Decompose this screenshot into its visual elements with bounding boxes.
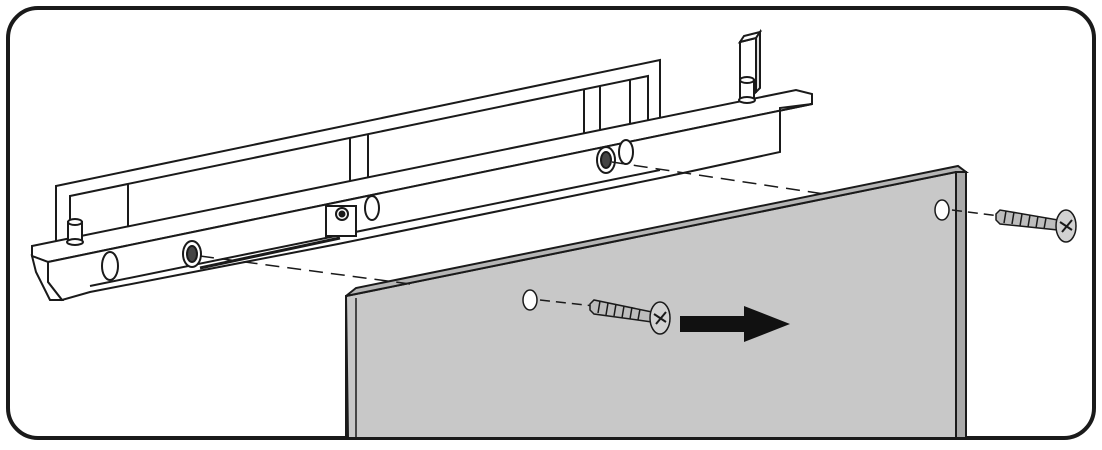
- panel-right-edge: [955, 171, 967, 439]
- panel-hole-left: [522, 289, 538, 311]
- alignment-line-right: [611, 161, 825, 195]
- screw-right: [995, 209, 1077, 243]
- rail-boss-left: [101, 240, 202, 281]
- alignment-lines: [199, 161, 1001, 307]
- rail-end-post-side: [755, 28, 761, 95]
- rail-boss-center: [325, 195, 380, 237]
- rail-peg-left: [66, 218, 84, 246]
- mounting-rail: [30, 28, 813, 302]
- screw-path-left: [539, 299, 595, 307]
- rail-left-end: [30, 254, 65, 301]
- insertion-arrow-icon: [680, 306, 790, 342]
- rail-slide-groove: [199, 236, 341, 270]
- screw-path-right: [951, 209, 1001, 217]
- alignment-line-left: [199, 255, 411, 285]
- panel-hole-right: [934, 199, 950, 221]
- rail-peg-right: [738, 76, 756, 104]
- screw-left: [589, 299, 671, 335]
- rail-slide-channel: [89, 169, 661, 287]
- rail-boss-right: [596, 139, 634, 174]
- panel-top-edge: [345, 164, 969, 297]
